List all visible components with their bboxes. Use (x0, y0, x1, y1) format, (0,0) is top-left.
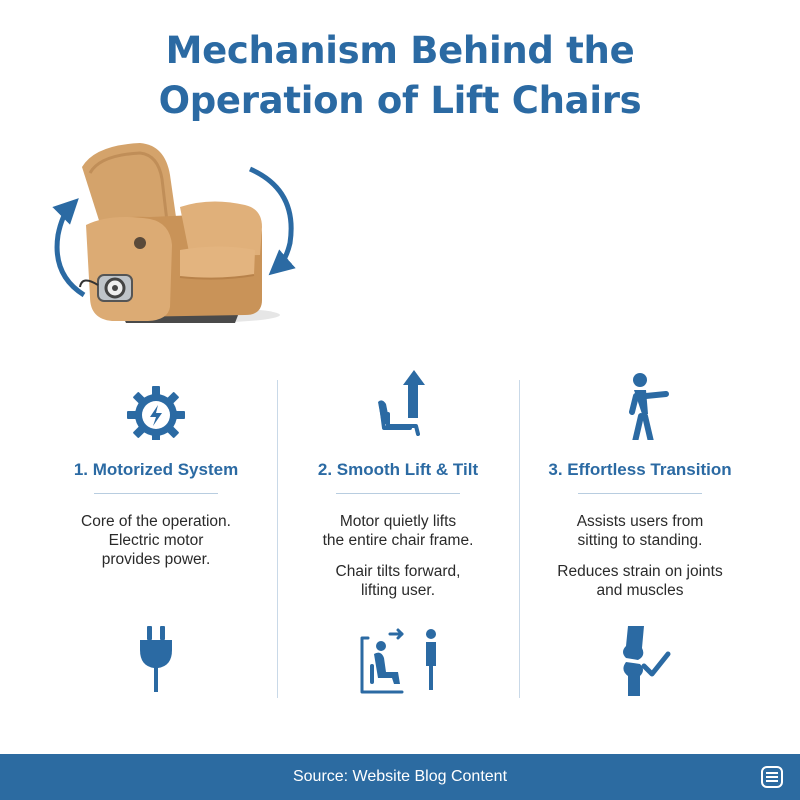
step-text-line: Motor quietly lifts (339, 513, 457, 530)
sit-to-stand-icon (360, 628, 436, 694)
title-line-2: Operation of Lift Chairs (158, 79, 642, 122)
walking-person-icon (629, 373, 669, 440)
heading-rule (94, 493, 218, 494)
step-description: Motor quietly lifts the entire chair fra… (278, 512, 518, 612)
knee-joint-check-icon (623, 626, 671, 696)
step-heading: 2. Smooth Lift & Tilt (317, 460, 479, 479)
power-plug-icon (140, 626, 172, 692)
heading-rule (336, 493, 460, 494)
document-list-icon[interactable] (760, 765, 784, 789)
column-divider-2 (519, 380, 520, 698)
column-divider-1 (277, 380, 278, 698)
step-text-line: Chair tilts forward, (335, 563, 461, 580)
step-text-line: provides power. (101, 551, 211, 568)
step-description: Core of the operation. Electric motor pr… (36, 512, 276, 569)
step-heading: 1. Motorized System (73, 460, 239, 479)
step-column-2: 2. Smooth Lift & Tilt Motor quietly lift… (278, 350, 518, 710)
step-text-line: and muscles (596, 582, 684, 599)
step-column-3: 3. Effortless Transition Assists users f… (520, 350, 760, 710)
gear-lightning-icon (127, 386, 185, 440)
step-text-line: Reduces strain on joints (557, 563, 723, 580)
source-footer: Source: Website Blog Content (0, 754, 800, 800)
step-text-line: the entire chair frame. (322, 532, 474, 549)
step-description: Assists users from sitting to standing. … (520, 512, 760, 612)
step-column-1: 1. Motorized System Core of the operatio… (36, 350, 276, 710)
source-text: Source: Website Blog Content (292, 768, 508, 785)
heading-rule (578, 493, 702, 494)
step-text-line: sitting to standing. (577, 532, 703, 549)
step-text-line: Electric motor (108, 532, 204, 549)
lift-chair-illustration (52, 143, 296, 323)
title-line-1: Mechanism Behind the (165, 29, 635, 72)
chair-lift-arrow-icon (378, 370, 425, 436)
step-heading: 3. Effortless Transition (548, 460, 732, 479)
step-text-line: Assists users from (576, 513, 704, 530)
page-title: Mechanism Behind the Operation of Lift C… (0, 26, 800, 126)
step-text-line: lifting user. (360, 582, 436, 599)
step-text-line: Core of the operation. (81, 513, 231, 530)
motor-icon (79, 274, 133, 302)
